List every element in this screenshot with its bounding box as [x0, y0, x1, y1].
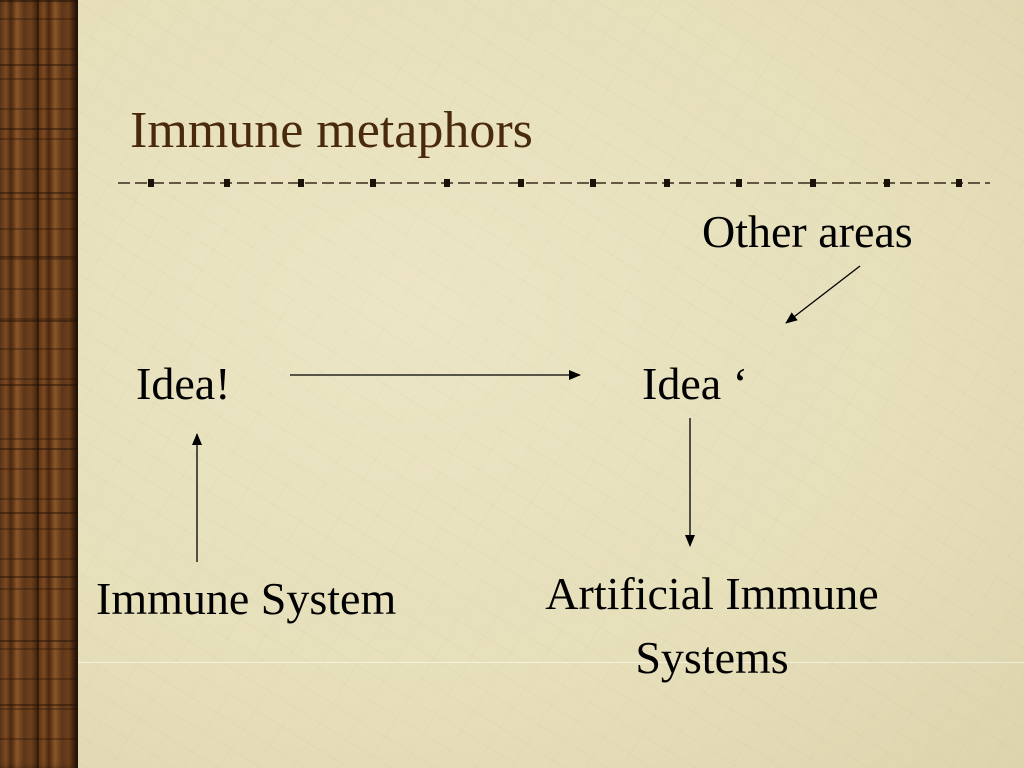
slide-guide-line: [78, 662, 1024, 663]
wood-sidebar-grid: [0, 0, 78, 768]
node-idea: Idea!: [136, 358, 231, 409]
slide-title: Immune metaphors: [130, 102, 533, 159]
arrow-other-areas-to-idea-prime: [785, 265, 861, 324]
node-other-areas: Other areas: [702, 206, 913, 257]
node-immune-system: Immune System: [96, 573, 397, 624]
node-artificial-immune-systems: Artificial Immune Systems: [496, 562, 928, 690]
title-divider: [118, 179, 990, 187]
node-ais-line1: Artificial Immune: [545, 568, 879, 619]
node-idea-prime: Idea ‘: [642, 358, 748, 409]
node-ais-line2: Systems: [635, 632, 789, 683]
